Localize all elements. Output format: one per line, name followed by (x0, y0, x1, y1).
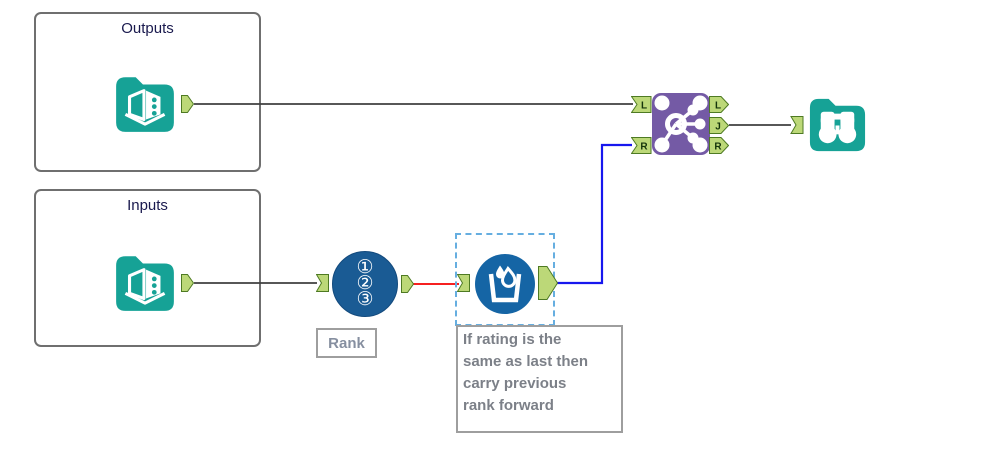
rank-in-anchor[interactable] (316, 274, 329, 292)
svg-text:R: R (714, 142, 722, 153)
open-book-data-icon (116, 256, 174, 311)
formula-annotation[interactable]: If rating is the same as last then carry… (456, 325, 623, 433)
inputs-container[interactable]: Inputs (34, 189, 261, 347)
circled-three-icon: ③ (356, 289, 374, 310)
join-tool[interactable] (652, 93, 710, 155)
rank-tool[interactable]: ① ② ③ (332, 251, 398, 317)
join-right-anchor-J[interactable]: J (709, 117, 729, 134)
join-left-anchor-L[interactable]: L (631, 96, 652, 113)
output-data-tool[interactable] (112, 70, 178, 136)
circled-one-icon: ① (356, 257, 374, 278)
svg-text:L: L (641, 101, 647, 112)
binoculars-icon (809, 98, 866, 152)
input-data-out-anchor[interactable] (181, 274, 194, 292)
rank-out-anchor[interactable] (401, 275, 414, 293)
svg-text:R: R (640, 142, 648, 153)
formula-in-anchor[interactable] (457, 274, 470, 292)
output-data-out-anchor[interactable] (181, 95, 194, 113)
multi-row-formula-tool[interactable] (474, 253, 536, 315)
join-left-anchor-R[interactable]: R (631, 137, 652, 154)
svg-text:J: J (715, 122, 721, 133)
inputs-container-title: Inputs (127, 197, 168, 214)
formula-out-anchor[interactable] (538, 266, 558, 300)
join-right-anchor-R[interactable]: R (709, 137, 729, 154)
wire-formula-to-join-R[interactable] (557, 143, 632, 285)
circled-two-icon: ② (356, 273, 374, 294)
join-network-icon (652, 93, 710, 155)
browse-in-anchor[interactable] (790, 116, 804, 134)
rank-tool-label[interactable]: Rank (316, 328, 377, 358)
input-data-tool[interactable] (112, 249, 178, 315)
outputs-container-title: Outputs (121, 20, 174, 37)
svg-text:L: L (715, 101, 721, 112)
browse-tool[interactable] (806, 92, 869, 155)
open-book-data-icon (116, 77, 174, 132)
join-right-anchor-L[interactable]: L (709, 96, 729, 113)
water-bucket-drops-icon (475, 254, 535, 314)
